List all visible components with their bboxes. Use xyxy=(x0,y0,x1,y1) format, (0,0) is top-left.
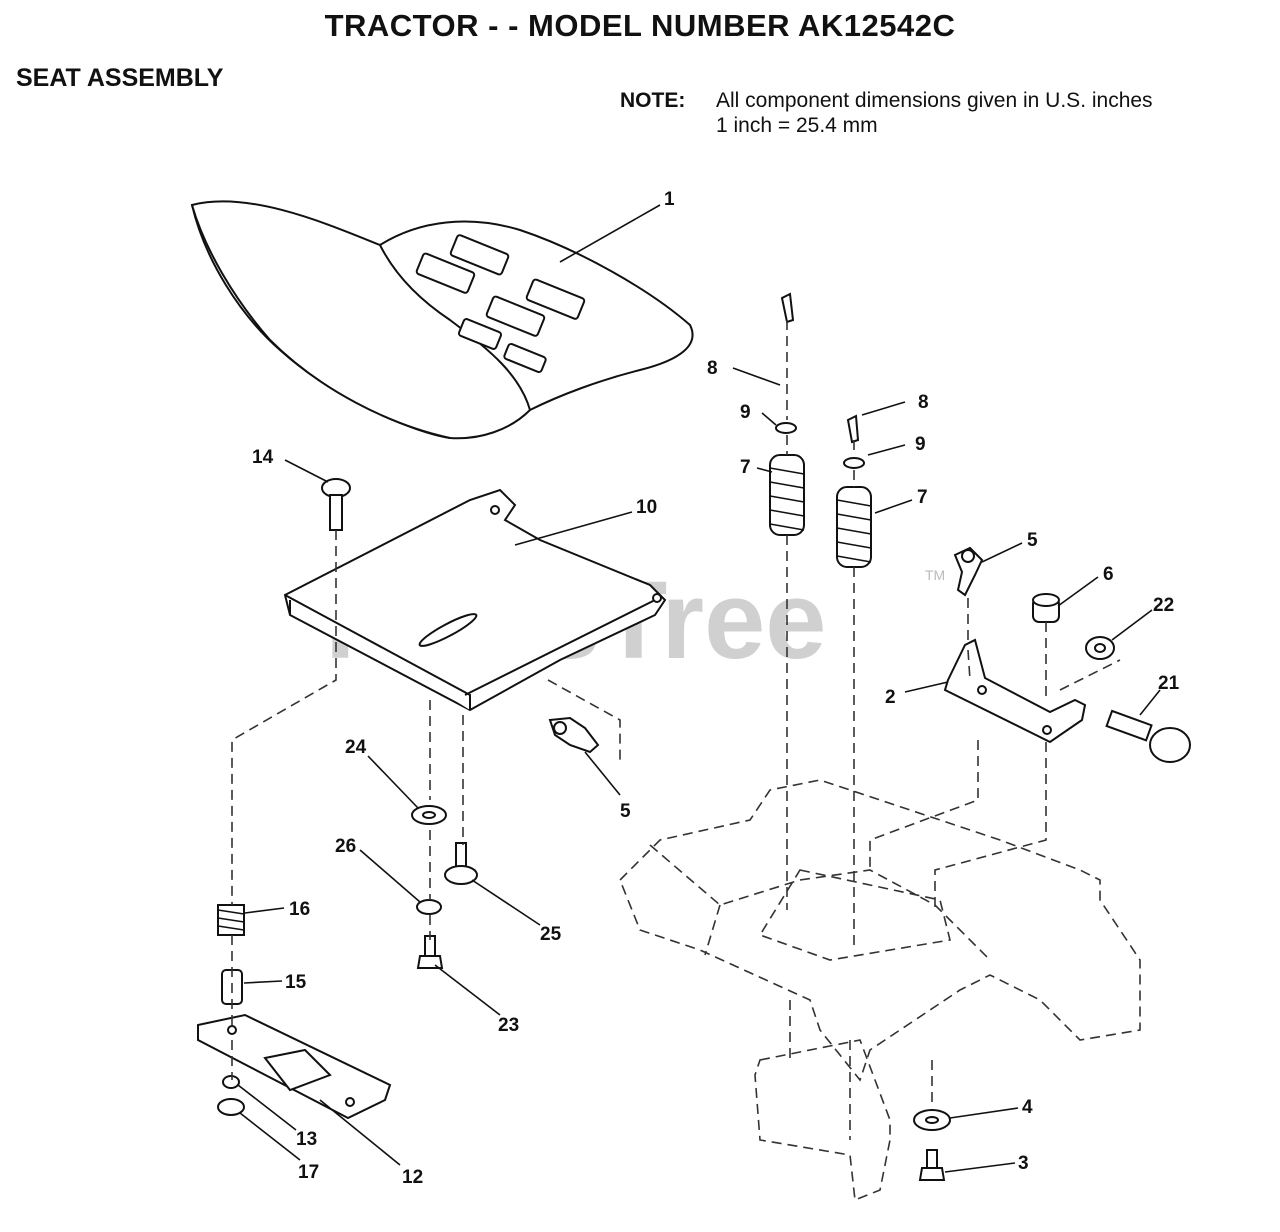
callout-5-left: 5 xyxy=(620,801,631,822)
callout-25: 25 xyxy=(540,924,562,945)
note-text-line1: All component dimensions given in U.S. i… xyxy=(716,89,1153,112)
spring-part-7-right[interactable] xyxy=(836,486,872,568)
spring-part-16[interactable] xyxy=(217,904,245,936)
callout-7-left: 7 xyxy=(740,457,751,478)
callout-12: 12 xyxy=(402,1167,423,1188)
bolt-part-3[interactable] xyxy=(918,1149,946,1181)
leader-lines xyxy=(237,204,1161,1173)
callout-10: 10 xyxy=(636,497,657,518)
callout-7-right: 7 xyxy=(917,487,928,508)
washer-part-24[interactable] xyxy=(411,805,447,825)
bracket-part-2[interactable] xyxy=(943,638,1087,744)
nut-part-22[interactable] xyxy=(1085,636,1115,660)
callout-14: 14 xyxy=(252,447,274,468)
carriage-bolt-part-14[interactable] xyxy=(321,478,351,531)
lock-washer-part-26[interactable] xyxy=(416,899,442,915)
note-label: NOTE: xyxy=(620,89,686,112)
clip-part-5-left[interactable] xyxy=(548,716,600,754)
callout-8-right: 8 xyxy=(918,392,929,413)
hex-bolt-part-23[interactable] xyxy=(416,935,444,969)
callout-21: 21 xyxy=(1158,673,1180,694)
callout-23: 23 xyxy=(498,1015,519,1036)
callout-26: 26 xyxy=(335,836,356,857)
alignment-lines xyxy=(231,320,1121,1108)
callout-24: 24 xyxy=(345,737,367,758)
slide-bracket-part-12[interactable] xyxy=(197,1013,392,1120)
callout-5-right: 5 xyxy=(1027,530,1038,551)
shoulder-bolt-part-21[interactable] xyxy=(1105,709,1191,763)
spring-part-7-left[interactable] xyxy=(769,454,805,536)
callout-3: 3 xyxy=(1018,1153,1029,1174)
bushing-part-6[interactable] xyxy=(1032,593,1060,623)
washer-part-4[interactable] xyxy=(913,1109,951,1131)
callout-16: 16 xyxy=(289,899,310,920)
tractor-frame-outline xyxy=(619,779,1141,1202)
flange-nut-part-17[interactable] xyxy=(217,1098,245,1116)
washer-part-9-right[interactable] xyxy=(843,457,865,469)
nut-part-13[interactable] xyxy=(222,1075,240,1089)
callout-8-left: 8 xyxy=(707,358,718,379)
callout-9-left: 9 xyxy=(740,402,751,423)
callout-17: 17 xyxy=(298,1162,319,1183)
callout-2: 2 xyxy=(885,687,896,708)
pin-part-8-right[interactable] xyxy=(846,414,860,444)
section-title: SEAT ASSEMBLY xyxy=(16,64,224,92)
watermark-tm: TM xyxy=(925,567,945,583)
callout-15: 15 xyxy=(285,972,307,993)
page-title: TRACTOR - - MODEL NUMBER AK12542C xyxy=(324,8,956,43)
clip-part-5-right[interactable] xyxy=(953,546,984,597)
callout-13: 13 xyxy=(296,1129,317,1150)
washer-part-9-left[interactable] xyxy=(775,422,797,434)
shoulder-bolt-part-25[interactable] xyxy=(444,842,478,885)
callout-9-right: 9 xyxy=(915,434,926,455)
seat-pan-part-10[interactable] xyxy=(283,488,667,712)
seat-part-1[interactable] xyxy=(190,200,694,440)
callout-22: 22 xyxy=(1153,595,1174,616)
pin-part-8-left[interactable] xyxy=(780,292,795,324)
callout-labels: 1 14 10 8 8 9 9 7 7 5 6 22 2 21 5 24 26 … xyxy=(252,189,1180,1188)
callout-1: 1 xyxy=(664,189,675,210)
callout-4: 4 xyxy=(1022,1097,1033,1118)
callout-6: 6 xyxy=(1103,564,1114,585)
note-text-line2: 1 inch = 25.4 mm xyxy=(716,114,878,137)
